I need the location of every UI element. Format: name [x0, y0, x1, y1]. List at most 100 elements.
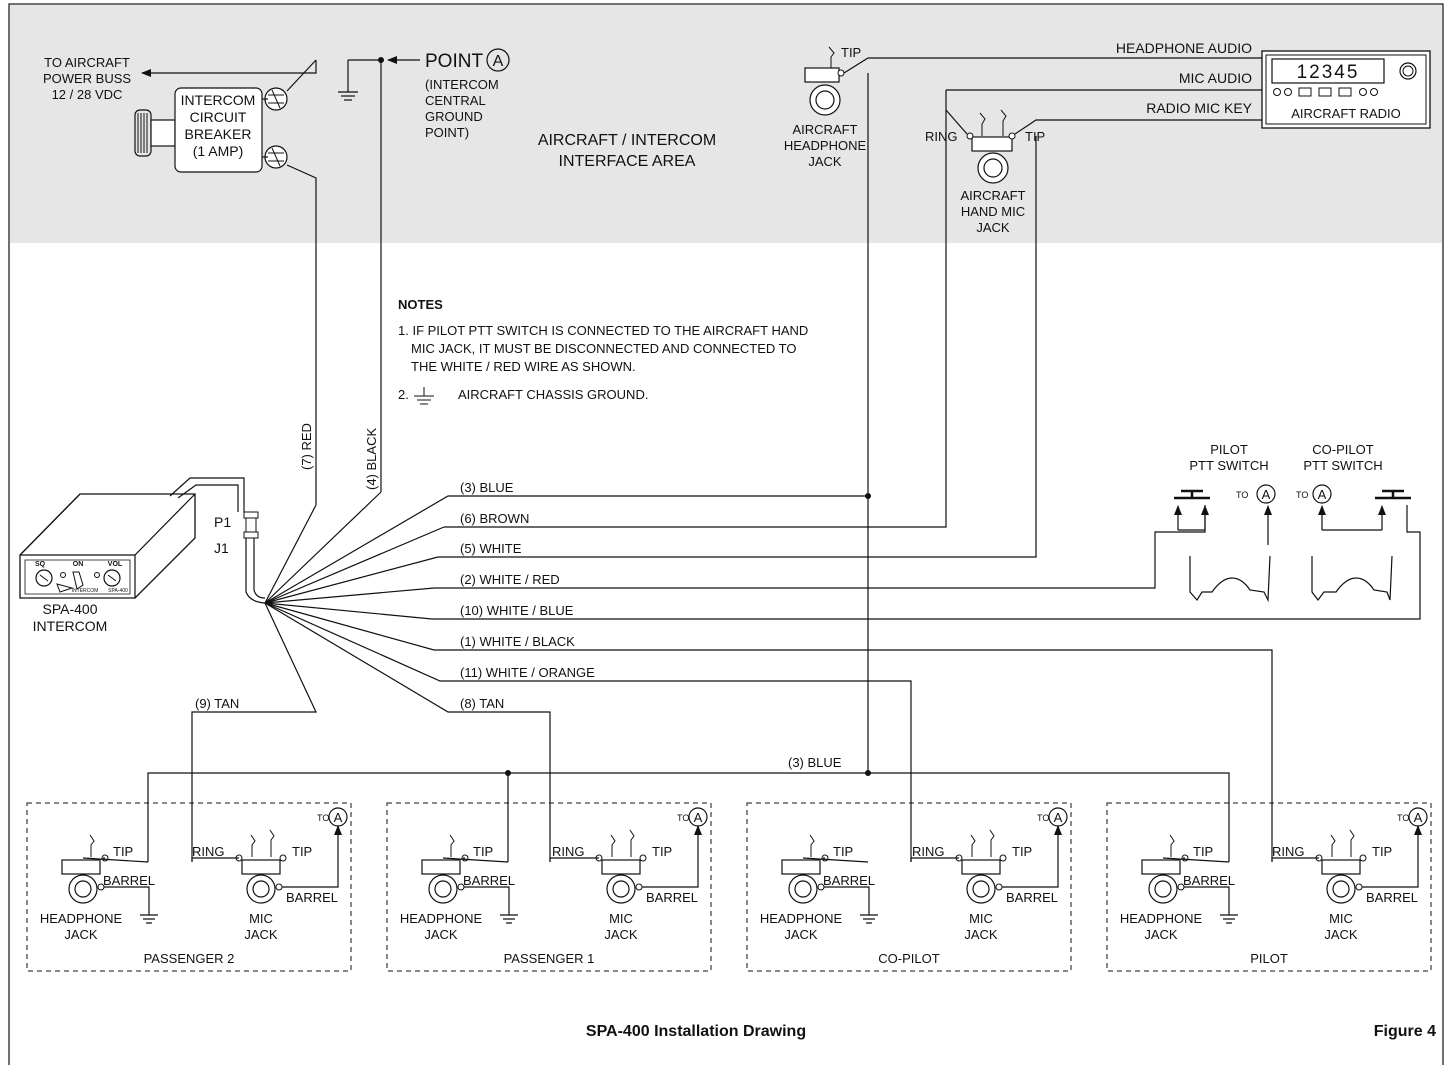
mic-jack-icon	[966, 874, 996, 904]
station-name: PASSENGER 2	[144, 951, 235, 966]
station-name: PILOT	[1250, 951, 1288, 966]
mic-barrel-label: BARREL	[1006, 890, 1058, 905]
mic-jack-label2: JACK	[244, 927, 278, 942]
hand-mic-label3: JACK	[976, 220, 1010, 235]
mic-jack-label2: JACK	[1324, 927, 1358, 942]
mic-jack-label1: MIC	[249, 911, 273, 926]
pilot-ptt-a: A	[1262, 487, 1271, 502]
to-a-letter: A	[694, 810, 703, 825]
aircraft-radio: 12345 AIRCRAFT RADIO	[1261, 50, 1431, 129]
radio-wiring: HEADPHONE AUDIO MIC AUDIO RADIO MIC KEY	[438, 40, 1262, 775]
aircraft-hand-mic-jack: RING TIP AIRCRAFT HAND MIC JACK	[925, 109, 1045, 235]
mic-barrel-label: BARREL	[1366, 890, 1418, 905]
mic-jack-label1: MIC	[969, 911, 993, 926]
aircraft-headphone-tip-label: TIP	[841, 45, 861, 60]
point-a-desc3: GROUND	[425, 109, 483, 124]
headphone-jack-label1: HEADPHONE	[760, 911, 843, 926]
copilot-ptt-label2: PTT SWITCH	[1303, 458, 1382, 473]
headphone-jack-icon	[428, 874, 458, 904]
interface-area-label-line2: INTERFACE AREA	[559, 153, 696, 170]
wire-labels: (7) RED (4) BLACK (3) BLUE (6) BROWN (5)…	[195, 423, 842, 770]
connector-j1-label: J1	[214, 540, 229, 556]
hand-mic-tip-label: TIP	[1025, 129, 1045, 144]
breaker-top-wire	[286, 59, 317, 92]
station-name: CO-PILOT	[878, 951, 939, 966]
headphone-jack-label1: HEADPHONE	[400, 911, 483, 926]
pilot-ptt-label1: PILOT	[1210, 442, 1248, 457]
headphone-audio-label: HEADPHONE AUDIO	[1116, 40, 1252, 56]
headphone-jack-icon	[1148, 874, 1178, 904]
radio-mic-key-label: RADIO MIC KEY	[1146, 100, 1252, 116]
headphone-jack-label2: JACK	[784, 927, 818, 942]
point-a-desc2: CENTRAL	[425, 93, 486, 108]
pilot-ptt-switch: PILOT PTT SWITCH TO A	[1174, 442, 1276, 603]
breaker-line2: CIRCUIT	[190, 109, 247, 125]
headphone-jack-label2: JACK	[424, 927, 458, 942]
power-buss-line3: 12 / 28 VDC	[52, 87, 123, 102]
copilot-ptt-to: TO	[1296, 490, 1308, 500]
headphone-barrel-label: BARREL	[103, 873, 155, 888]
pilot-ptt-to: TO	[1236, 490, 1248, 500]
copilot-ptt-a: A	[1318, 487, 1327, 502]
to-a-prefix: TO	[1037, 813, 1049, 823]
point-a-label: POINT A (INTERCOM CENTRAL GROUND POINT)	[425, 48, 510, 140]
pilot-yoke-icon	[1189, 555, 1271, 603]
to-a-prefix: TO	[1397, 813, 1409, 823]
headphone-tip-label: TIP	[113, 844, 133, 859]
tan9-wire-label: (9) TAN	[195, 696, 239, 711]
pilot-ptt-label2: PTT SWITCH	[1189, 458, 1268, 473]
mic-tip-label: TIP	[292, 844, 312, 859]
to-a-letter: A	[1414, 810, 1423, 825]
copilot-ptt-label1: CO-PILOT	[1312, 442, 1373, 457]
copilot-ptt-switch: CO-PILOT PTT SWITCH TO A	[1296, 442, 1411, 601]
note2-prefix: 2.	[398, 387, 409, 402]
note2-text: AIRCRAFT CHASSIS GROUND.	[458, 387, 648, 402]
footer-title: SPA-400 Installation Drawing	[586, 1023, 806, 1040]
breaker-line1: INTERCOM	[181, 92, 256, 108]
aircraft-headphone-label1: AIRCRAFT	[793, 122, 858, 137]
mic-jack-label1: MIC	[1329, 911, 1353, 926]
knob-vol-label: VOL	[108, 561, 123, 568]
power-switch-icon	[72, 571, 84, 590]
knob-sq-label: SQ	[35, 561, 46, 568]
point-a-letter: A	[493, 53, 504, 70]
tan8-wire-label: (8) TAN	[460, 696, 504, 711]
mic-ring-label: RING	[1272, 844, 1305, 859]
white-red-wire-label: (2) WHITE / RED	[460, 572, 560, 587]
blue-bus	[147, 770, 1230, 862]
interface-area-label: AIRCRAFT / INTERCOM INTERFACE AREA	[538, 132, 716, 170]
knob-on-label: ON	[73, 561, 84, 568]
headphone-tip-label: TIP	[1193, 844, 1213, 859]
to-a-prefix: TO	[677, 813, 689, 823]
white-wire-label: (5) WHITE	[460, 541, 522, 556]
headphone-tip-label: TIP	[473, 844, 493, 859]
footer-figure: Figure 4	[1374, 1023, 1436, 1040]
headphone-jack-label2: JACK	[1144, 927, 1178, 942]
headphone-jack-label1: HEADPHONE	[40, 911, 123, 926]
notes-heading: NOTES	[398, 297, 443, 312]
brown-wire-label: (6) BROWN	[460, 511, 529, 526]
point-a-circle	[486, 48, 510, 72]
radio-knob-icon	[1399, 62, 1417, 80]
point-a-desc4: POINT)	[425, 125, 469, 140]
mic-ring-label: RING	[552, 844, 585, 859]
mic-jack-icon	[1326, 874, 1356, 904]
headphone-jack-label1: HEADPHONE	[1120, 911, 1203, 926]
radio-display: 12345	[1297, 62, 1360, 83]
mic-ring-label: RING	[912, 844, 945, 859]
mic-tip-label: TIP	[652, 844, 672, 859]
black-wire-label: (4) BLACK	[364, 428, 379, 490]
power-buss-line1: TO AIRCRAFT	[44, 55, 130, 70]
mic-audio-label: MIC AUDIO	[1179, 70, 1252, 86]
wire-fan	[191, 491, 1421, 862]
note1-line3: THE WHITE / RED WIRE AS SHOWN.	[411, 359, 636, 374]
mic-tip-label: TIP	[1012, 844, 1032, 859]
radio-name: AIRCRAFT RADIO	[1291, 106, 1401, 121]
mic-tip-label: TIP	[1372, 844, 1392, 859]
point-a-desc1: (INTERCOM	[425, 77, 499, 92]
hand-mic-label2: HAND MIC	[961, 204, 1025, 219]
